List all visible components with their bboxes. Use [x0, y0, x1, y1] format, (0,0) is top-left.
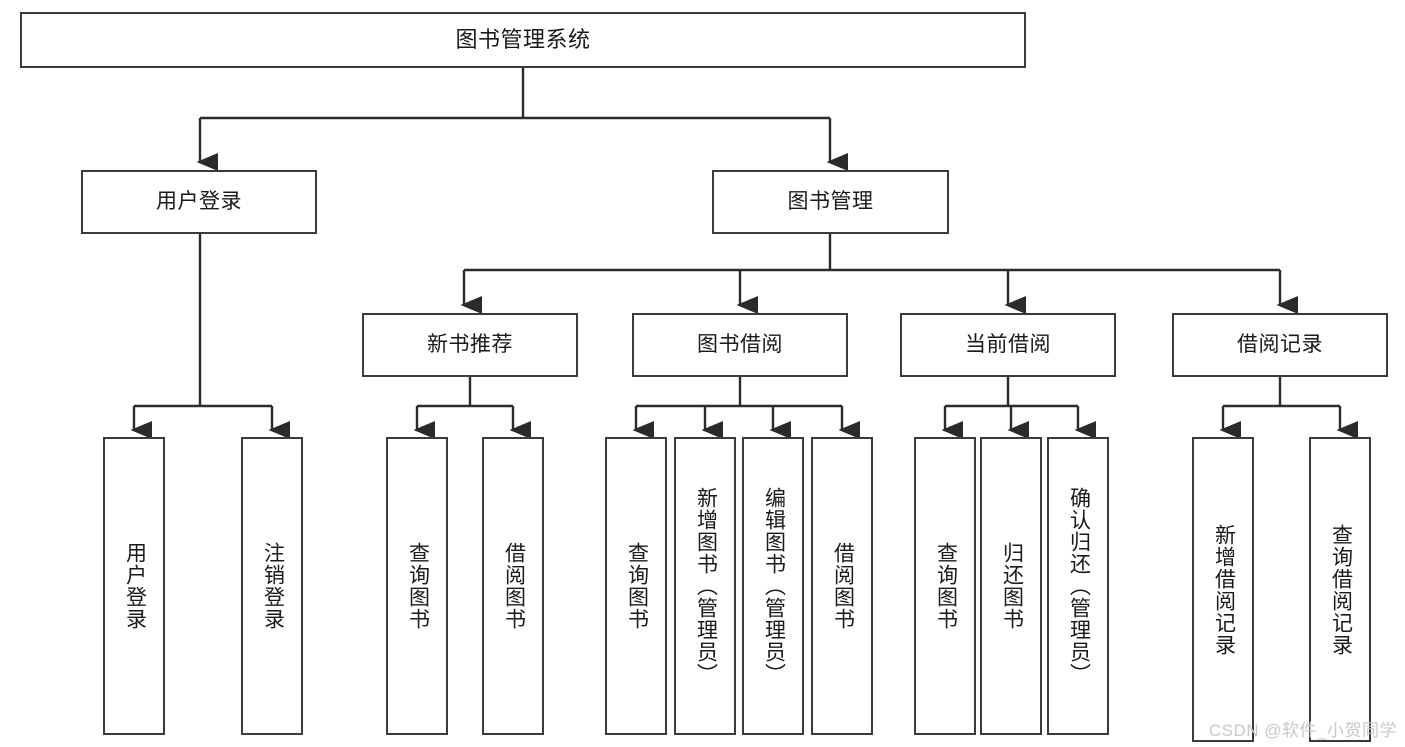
node-user-login[interactable]: 用户登录	[81, 170, 317, 234]
node-current-borrow-label: 当前借阅	[965, 333, 1051, 357]
leaf-current-borrow-1-label: 查询图书	[934, 542, 958, 630]
leaf-book-borrow-2-label: 新增图书（管理员）	[694, 487, 718, 685]
leaf-borrow-record-2-label: 查询借阅记录	[1329, 523, 1353, 656]
leaf-new-book-1[interactable]: 查询图书	[386, 437, 448, 735]
node-book-manage-label: 图书管理	[787, 190, 874, 214]
node-borrow-record-label: 借阅记录	[1237, 333, 1323, 357]
leaf-current-borrow-1[interactable]: 查询图书	[914, 437, 976, 735]
leaf-user-login-1[interactable]: 用户登录	[103, 437, 165, 735]
leaf-new-book-2[interactable]: 借阅图书	[482, 437, 544, 735]
node-new-book-recommend-label: 新书推荐	[427, 333, 513, 357]
leaf-borrow-record-2[interactable]: 查询借阅记录	[1309, 437, 1371, 742]
node-new-book-recommend[interactable]: 新书推荐	[362, 313, 578, 377]
leaf-new-book-1-label: 查询图书	[406, 542, 430, 630]
node-book-manage[interactable]: 图书管理	[712, 170, 949, 234]
leaf-book-borrow-4-label: 借阅图书	[831, 542, 855, 630]
leaf-book-borrow-3-label: 编辑图书（管理员）	[762, 487, 786, 685]
node-user-login-label: 用户登录	[156, 190, 242, 214]
leaf-book-borrow-1-label: 查询图书	[625, 542, 649, 630]
leaf-current-borrow-2-label: 归还图书	[1000, 542, 1024, 630]
node-book-borrow-label: 图书借阅	[697, 333, 783, 357]
node-root-label: 图书管理系统	[455, 26, 591, 52]
leaf-user-login-2-label: 注销登录	[261, 542, 285, 630]
leaf-user-login-2[interactable]: 注销登录	[241, 437, 303, 735]
leaf-book-borrow-3[interactable]: 编辑图书（管理员）	[742, 437, 804, 735]
leaf-new-book-2-label: 借阅图书	[502, 542, 526, 630]
leaf-book-borrow-4[interactable]: 借阅图书	[811, 437, 873, 735]
node-book-borrow[interactable]: 图书借阅	[632, 313, 848, 377]
node-root[interactable]: 图书管理系统	[20, 12, 1026, 68]
node-current-borrow[interactable]: 当前借阅	[900, 313, 1116, 377]
leaf-current-borrow-3-label: 确认归还（管理员）	[1067, 487, 1091, 685]
leaf-borrow-record-1[interactable]: 新增借阅记录	[1192, 437, 1254, 742]
node-borrow-record[interactable]: 借阅记录	[1172, 313, 1388, 377]
leaf-borrow-record-1-label: 新增借阅记录	[1212, 523, 1236, 656]
leaf-book-borrow-1[interactable]: 查询图书	[605, 437, 667, 735]
leaf-book-borrow-2[interactable]: 新增图书（管理员）	[674, 437, 736, 735]
leaf-current-borrow-3[interactable]: 确认归还（管理员）	[1047, 437, 1109, 735]
leaf-current-borrow-2[interactable]: 归还图书	[980, 437, 1042, 735]
leaf-user-login-1-label: 用户登录	[123, 542, 147, 630]
